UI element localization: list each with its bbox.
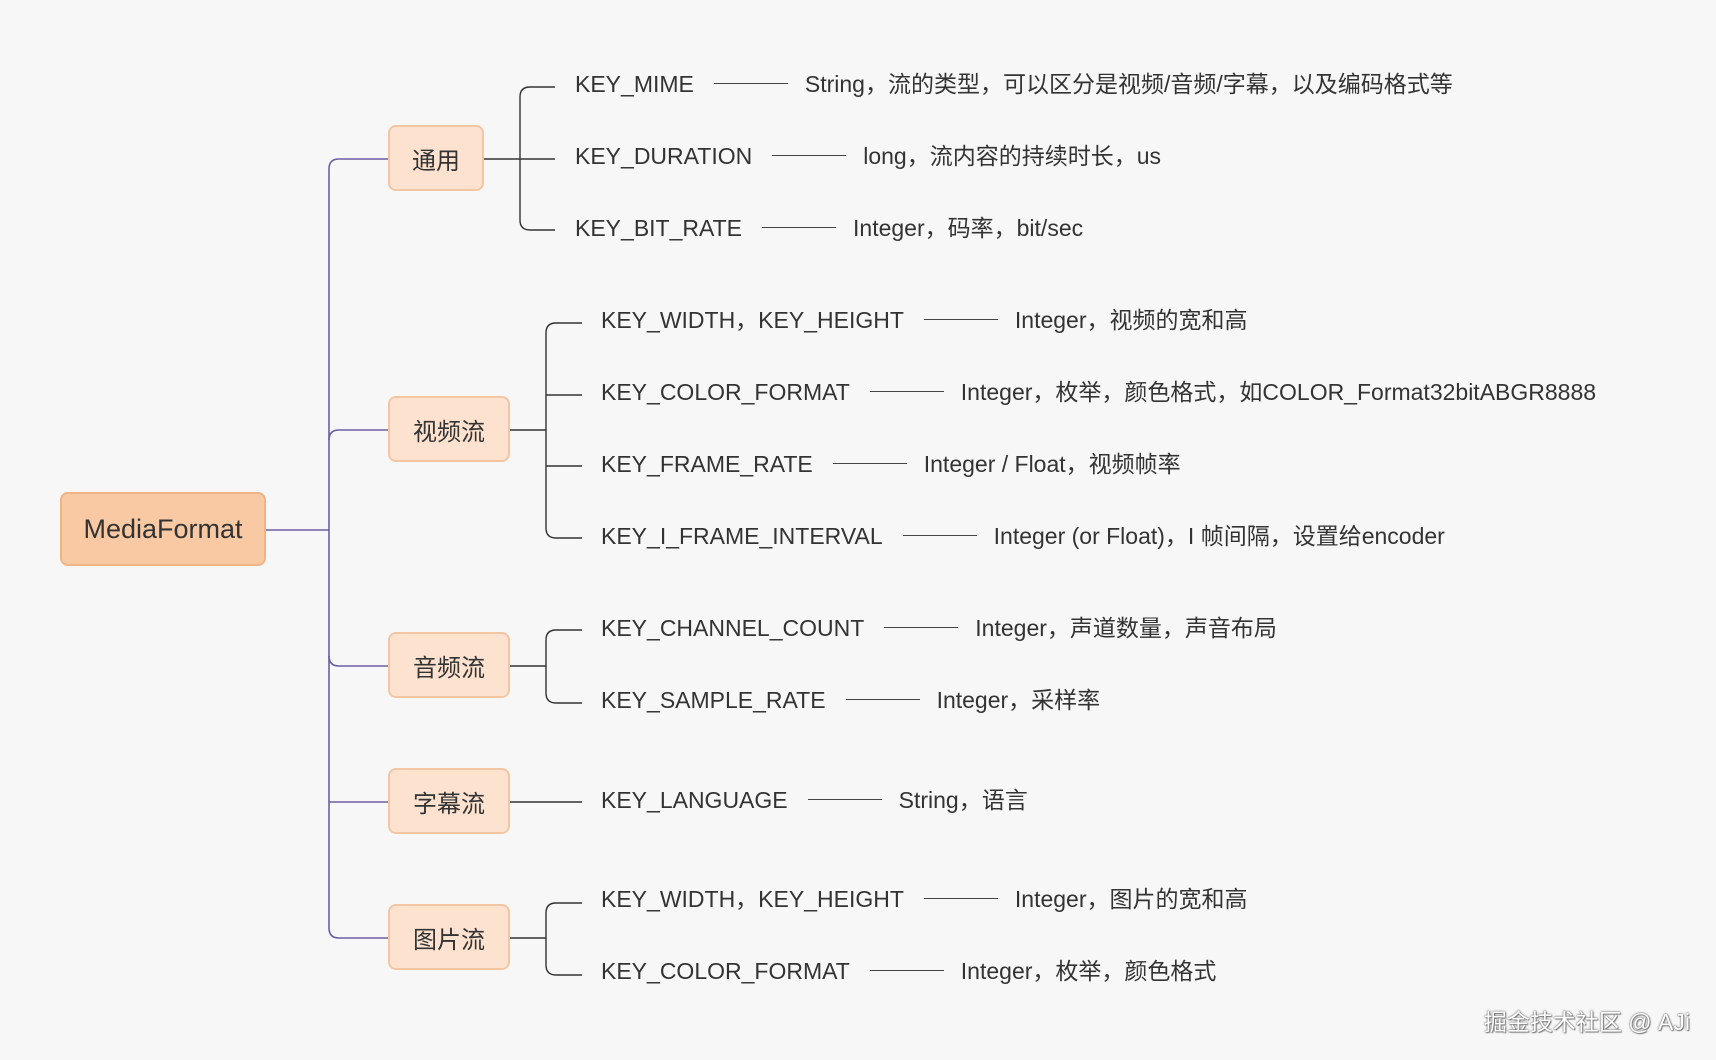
leaf-desc: Integer / Float，视频帧率: [923, 450, 1181, 477]
leaf-audio-channelcount: KEY_CHANNEL_COUNT Integer，声道数量，声音布局: [601, 611, 1277, 641]
leaf-desc: Integer，枚举，颜色格式: [960, 957, 1217, 984]
leaf-image-colorformat: KEY_COLOR_FORMAT Integer，枚举，颜色格式: [601, 954, 1216, 984]
audio-bracket: [510, 629, 582, 704]
leaf-key: KEY_FRAME_RATE: [601, 450, 813, 477]
leaf-key: KEY_LANGUAGE: [601, 786, 788, 813]
leaf-dash: [884, 627, 959, 629]
leaf-dash: [923, 319, 998, 321]
leaf-desc: Integer，图片的宽和高: [1014, 885, 1248, 912]
main-spine: [328, 158, 340, 939]
spine-to-video: [328, 429, 388, 441]
leaf-general-duration: KEY_DURATION long，流内容的持续时长，us: [575, 139, 1161, 169]
category-node-subtitle: 字幕流: [388, 768, 510, 834]
leaf-video-size: KEY_WIDTH，KEY_HEIGHT Integer，视频的宽和高: [601, 303, 1248, 333]
leaf-dash: [772, 155, 847, 157]
leaf-desc: String，流的类型，可以区分是视频/音频/字幕，以及编码格式等: [804, 70, 1453, 97]
leaf-desc: long，流内容的持续时长，us: [863, 142, 1161, 169]
leaf-subtitle-language: KEY_LANGUAGE String，语言: [601, 783, 1028, 813]
leaf-key: KEY_DURATION: [575, 142, 753, 169]
leaf-key: KEY_COLOR_FORMAT: [601, 957, 850, 984]
leaf-general-bitrate: KEY_BIT_RATE Integer，码率，bit/sec: [575, 211, 1083, 241]
leaf-video-colorformat: KEY_COLOR_FORMAT Integer，枚举，颜色格式，如COLOR_F…: [601, 375, 1596, 405]
leaf-dash: [845, 699, 920, 701]
leaf-image-size: KEY_WIDTH，KEY_HEIGHT Integer，图片的宽和高: [601, 882, 1248, 912]
leaf-desc: Integer (or Float)，I 帧间隔，设置给encoder: [993, 522, 1445, 549]
category-node-video: 视频流: [388, 396, 510, 462]
leaf-general-mime: KEY_MIME String，流的类型，可以区分是视频/音频/字幕，以及编码格式…: [575, 67, 1453, 97]
category-node-audio: 音频流: [388, 632, 510, 698]
leaf-key: KEY_SAMPLE_RATE: [601, 686, 826, 713]
spine-to-audio: [328, 655, 388, 667]
leaf-desc: Integer，采样率: [936, 686, 1101, 713]
leaf-video-framerate: KEY_FRAME_RATE Integer / Float，视频帧率: [601, 447, 1181, 477]
root-node-mediaformat: MediaFormat: [60, 492, 266, 566]
leaf-audio-samplerate: KEY_SAMPLE_RATE Integer，采样率: [601, 683, 1100, 713]
leaf-desc: String，语言: [898, 786, 1028, 813]
leaf-key: KEY_COLOR_FORMAT: [601, 378, 850, 405]
leaf-dash: [869, 970, 944, 972]
leaf-dash: [869, 391, 944, 393]
leaf-key: KEY_CHANNEL_COUNT: [601, 614, 865, 641]
leaf-desc: Integer，声道数量，声音布局: [975, 614, 1277, 641]
video-bracket: [510, 322, 582, 539]
leaf-desc: Integer，枚举，颜色格式，如COLOR_Format32bitABGR88…: [960, 378, 1597, 405]
leaf-dash: [923, 898, 998, 900]
leaf-dash: [832, 463, 907, 465]
category-node-image: 图片流: [388, 904, 510, 970]
leaf-key: KEY_I_FRAME_INTERVAL: [601, 522, 883, 549]
leaf-desc: Integer，视频的宽和高: [1014, 306, 1248, 333]
leaf-key: KEY_WIDTH，KEY_HEIGHT: [601, 306, 904, 333]
image-bracket: [510, 902, 582, 976]
leaf-dash: [807, 799, 882, 801]
leaf-video-iframeinterval: KEY_I_FRAME_INTERVAL Integer (or Float)，I…: [601, 519, 1445, 549]
leaf-key: KEY_MIME: [575, 70, 694, 97]
watermark-text: 掘金技术社区 @ AJi: [1483, 1009, 1690, 1035]
leaf-dash: [902, 535, 977, 537]
category-node-general: 通用: [388, 125, 484, 191]
leaf-dash: [762, 227, 837, 229]
general-bracket: [484, 86, 555, 231]
leaf-key: KEY_WIDTH，KEY_HEIGHT: [601, 885, 904, 912]
leaf-key: KEY_BIT_RATE: [575, 214, 743, 241]
leaf-desc: Integer，码率，bit/sec: [853, 214, 1084, 241]
leaf-dash: [713, 83, 788, 85]
